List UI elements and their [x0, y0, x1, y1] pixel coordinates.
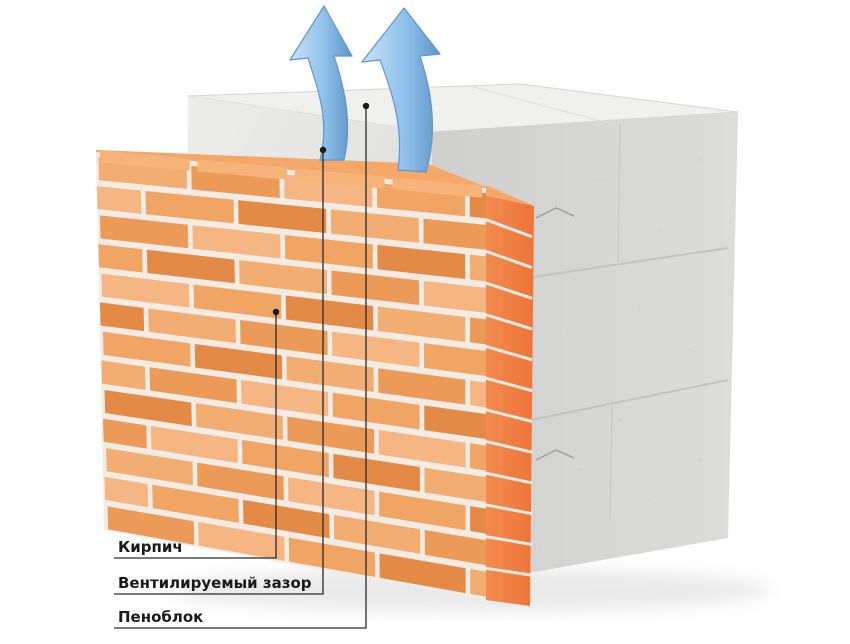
side-mortar-joint	[485, 281, 533, 300]
brick	[198, 522, 285, 561]
brick	[287, 416, 375, 454]
leader-line-air-gap	[114, 150, 324, 595]
brick	[101, 360, 146, 390]
brick	[238, 200, 327, 234]
brick	[194, 343, 283, 380]
brick	[146, 249, 235, 284]
brick	[333, 514, 421, 554]
brick	[149, 367, 237, 404]
brick	[98, 244, 143, 273]
brick	[148, 308, 236, 344]
label-brick: Кирпич	[118, 538, 183, 556]
brick	[469, 191, 486, 219]
brick	[330, 209, 419, 243]
leader-line-foam-block	[114, 106, 367, 629]
side-mortar-joint	[485, 535, 533, 546]
brick-top	[99, 150, 190, 171]
brick	[239, 260, 328, 295]
brick	[99, 215, 189, 249]
brick	[378, 429, 466, 468]
side-mortar-joint	[485, 313, 533, 331]
brick-top	[197, 159, 288, 180]
side-mortar-joint	[485, 249, 533, 269]
brick	[424, 467, 486, 503]
leader-dot-air-gap	[319, 146, 327, 154]
brick	[107, 506, 195, 545]
brick	[145, 190, 234, 224]
brick	[378, 368, 466, 405]
brick	[469, 254, 486, 282]
brick	[99, 302, 145, 332]
upward-airflow-arrow-icon	[289, 5, 441, 173]
brick	[423, 280, 486, 313]
brick	[470, 506, 486, 534]
brick	[333, 453, 420, 492]
brick	[197, 462, 284, 501]
brick	[243, 499, 330, 539]
brick	[150, 426, 238, 463]
brick	[242, 439, 329, 478]
brick	[96, 186, 142, 214]
brick	[469, 317, 486, 345]
brick	[423, 218, 486, 250]
brick-top	[294, 168, 385, 189]
brick	[192, 225, 281, 259]
side-mortar-joint	[485, 376, 533, 393]
leader-line-brick	[114, 312, 277, 559]
brick	[424, 530, 486, 566]
leader-dot-brick	[272, 308, 280, 316]
side-mortar-joint	[485, 218, 533, 239]
leader-lines	[114, 106, 367, 629]
side-mortar-joint	[485, 440, 533, 454]
label-air-gap: Вентилируемый зазор	[118, 574, 312, 592]
brick	[240, 320, 328, 356]
brick	[332, 331, 420, 368]
brick	[193, 284, 282, 319]
brick	[195, 403, 283, 440]
brick	[103, 418, 147, 449]
brick	[103, 331, 191, 367]
brick	[101, 273, 190, 308]
brick	[104, 476, 149, 508]
brick	[284, 235, 373, 269]
brick	[106, 448, 193, 486]
brick	[241, 379, 329, 417]
brick	[423, 343, 486, 376]
side-mortar-joint	[485, 503, 533, 516]
brick	[470, 443, 486, 471]
brick	[288, 477, 375, 516]
side-mortar-joint	[485, 408, 533, 423]
label-foam-block: Пеноблок	[118, 608, 204, 626]
brick-top	[392, 177, 483, 198]
brick	[332, 392, 420, 430]
brick	[470, 569, 486, 597]
side-mortar-joint	[485, 345, 533, 362]
brick	[469, 380, 486, 408]
brick	[377, 306, 466, 342]
brick	[152, 484, 239, 523]
brick	[377, 244, 466, 280]
brick	[379, 491, 466, 531]
side-mortar-joint	[485, 471, 533, 485]
side-mortar-joint	[485, 566, 533, 577]
brick	[424, 405, 486, 440]
brick	[288, 537, 376, 577]
leader-dot-foam-block	[362, 102, 370, 110]
brick	[286, 356, 374, 393]
brick	[104, 389, 192, 427]
brick	[285, 295, 374, 331]
brick	[379, 553, 466, 594]
brick-wall	[96, 150, 534, 606]
brick	[331, 270, 420, 306]
